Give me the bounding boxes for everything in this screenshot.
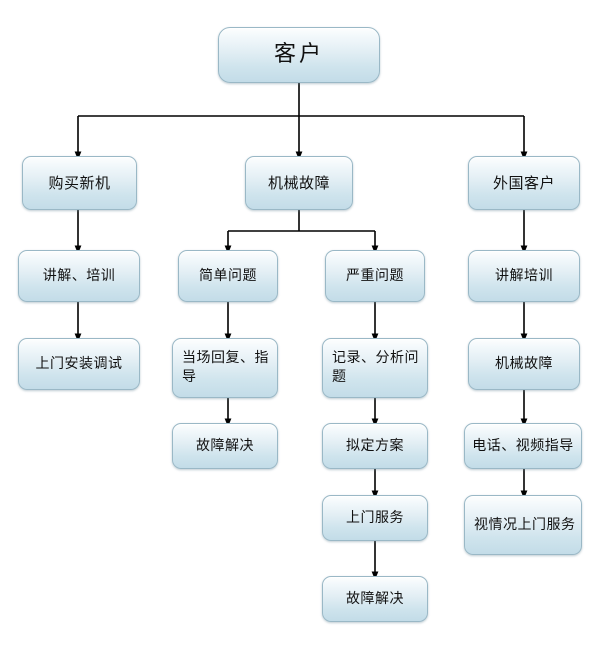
node-fault-resolved-simple-label: 故障解决 (196, 437, 254, 454)
node-draft-plan-label: 拟定方案 (346, 437, 404, 454)
node-phone-video-guidance-label: 电话、视频指导 (472, 437, 574, 454)
node-severe-issue-label: 严重问题 (346, 267, 404, 284)
node-phone-video-guidance[interactable]: 电话、视频指导 (464, 423, 582, 469)
node-record-analyze-issue-label: 记录、分析问题 (332, 350, 419, 385)
node-customer[interactable]: 客户 (218, 27, 380, 83)
node-foreign-customer-label: 外国客户 (492, 173, 555, 192)
node-buy-new-machine[interactable]: 购买新机 (22, 156, 137, 210)
node-onsite-installation[interactable]: 上门安装调试 (18, 338, 140, 390)
node-simple-issue[interactable]: 简单问题 (178, 250, 278, 302)
node-buy-new-machine-label: 购买新机 (48, 173, 111, 192)
node-mechanical-fault-foreign[interactable]: 机械故障 (468, 338, 580, 390)
node-explain-training-label: 讲解、培训 (42, 267, 116, 284)
node-onsite-reply-guidance-label: 当场回复、指导 (182, 350, 269, 385)
node-severe-issue[interactable]: 严重问题 (325, 250, 425, 302)
node-fault-resolved-simple[interactable]: 故障解决 (172, 423, 278, 469)
node-conditional-onsite-service-label: 视情况上门服务 (474, 516, 576, 533)
node-onsite-service[interactable]: 上门服务 (322, 495, 428, 541)
node-mechanical-fault-foreign-label: 机械故障 (495, 355, 553, 372)
node-foreign-customer[interactable]: 外国客户 (468, 156, 580, 210)
node-simple-issue-label: 简单问题 (199, 267, 257, 284)
node-customer-label: 客户 (273, 42, 324, 68)
node-mechanical-fault-label: 机械故障 (267, 173, 330, 192)
node-onsite-installation-label: 上门安装调试 (35, 355, 123, 372)
node-record-analyze-issue[interactable]: 记录、分析问题 (322, 338, 428, 398)
node-mechanical-fault[interactable]: 机械故障 (245, 156, 353, 210)
node-draft-plan[interactable]: 拟定方案 (322, 423, 428, 469)
node-onsite-service-label: 上门服务 (346, 509, 404, 526)
node-fault-resolved-severe[interactable]: 故障解决 (322, 576, 428, 622)
node-explain-training-foreign-label: 讲解培训 (495, 267, 553, 284)
node-fault-resolved-severe-label: 故障解决 (346, 590, 404, 607)
node-onsite-reply-guidance[interactable]: 当场回复、指导 (172, 338, 278, 398)
node-conditional-onsite-service[interactable]: 视情况上门服务 (464, 495, 582, 555)
node-explain-training[interactable]: 讲解、培训 (18, 250, 140, 302)
node-explain-training-foreign[interactable]: 讲解培训 (468, 250, 580, 302)
